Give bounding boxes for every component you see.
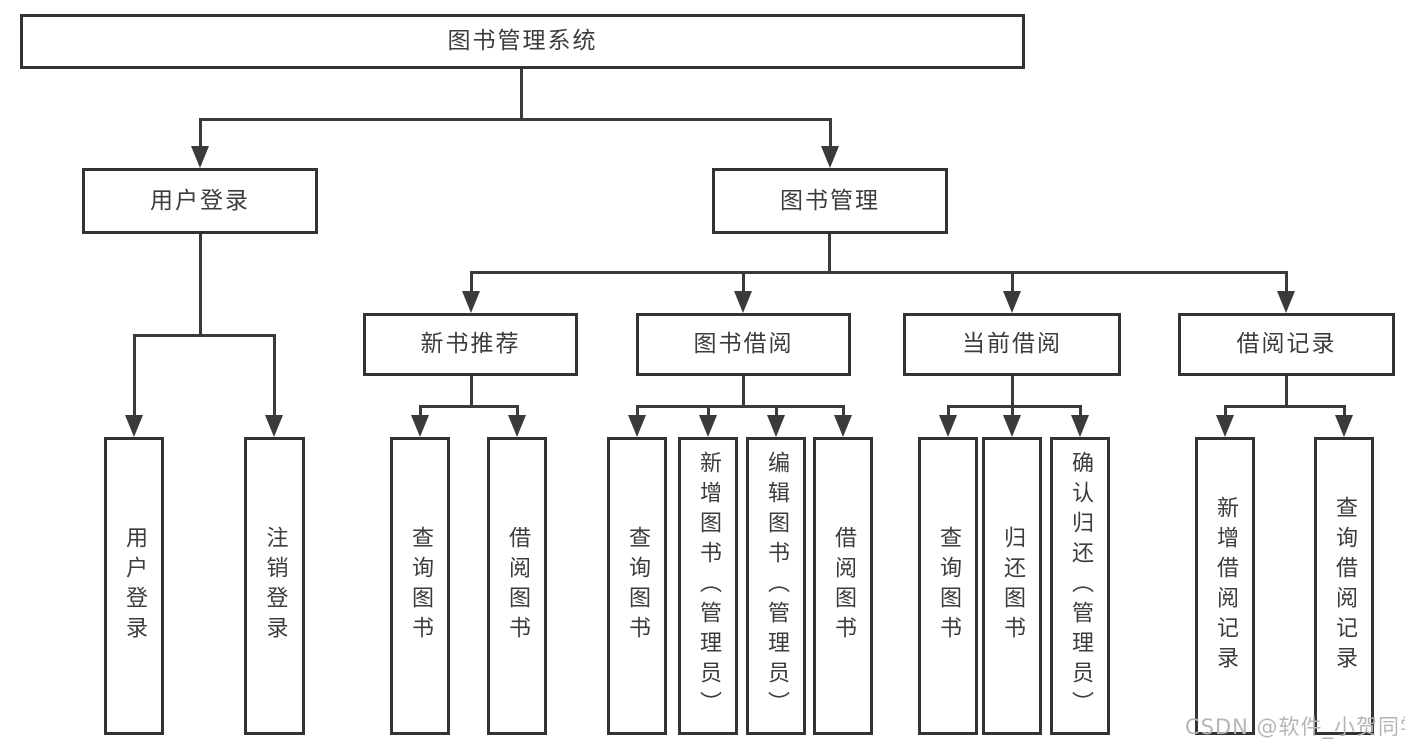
arrowhead-icon [699, 415, 717, 437]
connector-line [842, 405, 845, 419]
node-label: 新增借阅记录 [1213, 496, 1238, 676]
arrowhead-icon [411, 415, 429, 437]
connector-line [707, 405, 710, 419]
connector-line [470, 271, 473, 295]
node-label: 确认归还（管理员） [1068, 451, 1093, 721]
connector-line [133, 334, 276, 337]
connector-line [828, 234, 831, 274]
node-label: 图书借阅 [693, 331, 794, 357]
connector-line [636, 405, 845, 408]
connector-line [1079, 405, 1082, 419]
node-root: 图书管理系统 [20, 14, 1025, 69]
node-book-borrow: 图书借阅 [636, 313, 851, 376]
arrowhead-icon [939, 415, 957, 437]
connector-line [947, 405, 950, 419]
arrowhead-icon [1277, 291, 1295, 313]
node-leaf-query-borrow-record: 查询借阅记录 [1314, 437, 1374, 735]
node-leaf-add-book-admin: 新增图书（管理员） [678, 437, 738, 735]
node-label: 借阅图书 [505, 526, 530, 646]
arrowhead-icon [1071, 415, 1089, 437]
connector-line [199, 118, 832, 121]
connector-line [1343, 405, 1346, 419]
node-current-borrow: 当前借阅 [903, 313, 1121, 376]
node-leaf-add-borrow-record: 新增借阅记录 [1195, 437, 1255, 735]
node-label: 新增图书（管理员） [696, 451, 721, 721]
connector-line [1224, 405, 1346, 408]
node-label: 查询图书 [408, 526, 433, 646]
arrowhead-icon [767, 415, 785, 437]
connector-line [470, 271, 1288, 274]
node-label: 借阅图书 [831, 526, 856, 646]
connector-line [1011, 376, 1014, 408]
node-label: 用户登录 [150, 187, 250, 214]
node-label: 归还图书 [1000, 526, 1025, 646]
arrowhead-icon [125, 415, 143, 437]
node-leaf-borrow-book-1: 借阅图书 [487, 437, 547, 735]
node-label: 查询图书 [625, 526, 650, 646]
watermark: CSDN @软件_小贺同学 [1185, 715, 1405, 739]
node-user-login: 用户登录 [82, 168, 318, 234]
arrowhead-icon [265, 415, 283, 437]
connector-line [1224, 405, 1227, 419]
node-leaf-query-book-1: 查询图书 [390, 437, 450, 735]
node-label: 查询借阅记录 [1332, 496, 1357, 676]
node-label: 查询图书 [936, 526, 961, 646]
arrowhead-icon [734, 291, 752, 313]
connector-line [775, 405, 778, 419]
connector-line [1011, 405, 1014, 419]
arrowhead-icon [1003, 291, 1021, 313]
connector-line [199, 118, 202, 150]
connector-line [199, 234, 202, 337]
node-leaf-edit-book-admin: 编辑图书（管理员） [746, 437, 806, 735]
node-leaf-confirm-return-admin: 确认归还（管理员） [1050, 437, 1110, 735]
arrowhead-icon [834, 415, 852, 437]
node-leaf-user-login: 用户登录 [104, 437, 164, 735]
node-label: 当前借阅 [962, 331, 1062, 357]
node-label: 图书管理系统 [447, 28, 598, 54]
connector-line [742, 376, 745, 408]
node-leaf-borrow-book-2: 借阅图书 [813, 437, 873, 735]
connector-line [419, 405, 519, 408]
connector-line [636, 405, 639, 419]
node-label: 图书管理 [780, 187, 880, 214]
arrowhead-icon [1003, 415, 1021, 437]
node-book-management: 图书管理 [712, 168, 948, 234]
connector-line [742, 271, 745, 295]
connector-line [133, 334, 136, 419]
arrowhead-icon [462, 291, 480, 313]
arrowhead-icon [628, 415, 646, 437]
node-leaf-query-book-2: 查询图书 [607, 437, 667, 735]
node-label: 注销登录 [262, 526, 288, 646]
arrowhead-icon [508, 415, 526, 437]
node-label: 用户登录 [122, 526, 147, 646]
connector-line [1285, 376, 1288, 408]
node-leaf-return-book: 归还图书 [982, 437, 1042, 735]
connector-line [1285, 271, 1288, 295]
node-leaf-query-book-3: 查询图书 [918, 437, 978, 735]
arrowhead-icon [191, 146, 209, 168]
connector-line [947, 405, 1082, 408]
connector-line [273, 334, 276, 419]
connector-line [419, 405, 422, 419]
node-label: 编辑图书（管理员） [764, 451, 789, 721]
arrowhead-icon [1216, 415, 1234, 437]
node-new-book-recommend: 新书推荐 [363, 313, 578, 376]
connector-line [516, 405, 519, 419]
connector-line [829, 118, 832, 150]
connector-line [1011, 271, 1014, 295]
arrowhead-icon [821, 146, 839, 168]
node-label: 新书推荐 [420, 331, 521, 357]
node-leaf-logout: 注销登录 [244, 437, 305, 735]
connector-line [470, 376, 473, 408]
node-label: 借阅记录 [1236, 331, 1337, 357]
connector-line [520, 69, 523, 119]
arrowhead-icon [1335, 415, 1353, 437]
node-borrow-record: 借阅记录 [1178, 313, 1395, 376]
